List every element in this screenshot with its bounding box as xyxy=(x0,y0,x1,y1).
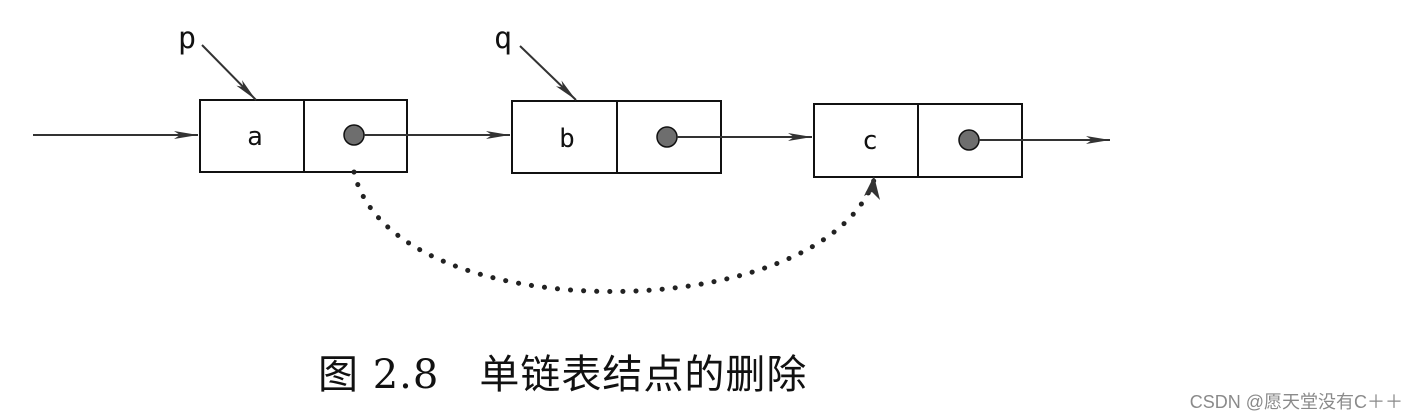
figure-title: 单链表结点的删除 xyxy=(479,352,808,398)
csdn-watermark: CSDN @愿天堂没有C＋＋ xyxy=(1189,392,1403,412)
figure-number: 图 2.8 xyxy=(318,352,440,398)
node-b-next-dot xyxy=(656,126,678,148)
node-c-value: c xyxy=(862,126,878,156)
node-b-value: b xyxy=(559,124,575,154)
pointer-q-label: q xyxy=(494,21,512,56)
pointer-p-label: p xyxy=(178,21,196,56)
node-a-next-dot xyxy=(343,124,365,146)
list-node-b: b xyxy=(511,100,722,174)
node-a-value: a xyxy=(247,122,263,152)
bypass-link-dotted xyxy=(351,169,877,294)
pointer-p-arrow xyxy=(201,44,257,101)
node-c-next-dot xyxy=(958,129,980,151)
pointer-q-arrow xyxy=(519,45,577,101)
bypass-link-arrowhead xyxy=(864,176,880,200)
list-node-a: a xyxy=(199,99,408,173)
figure-caption: 图 2.8 单链表结点的删除 xyxy=(318,342,807,400)
